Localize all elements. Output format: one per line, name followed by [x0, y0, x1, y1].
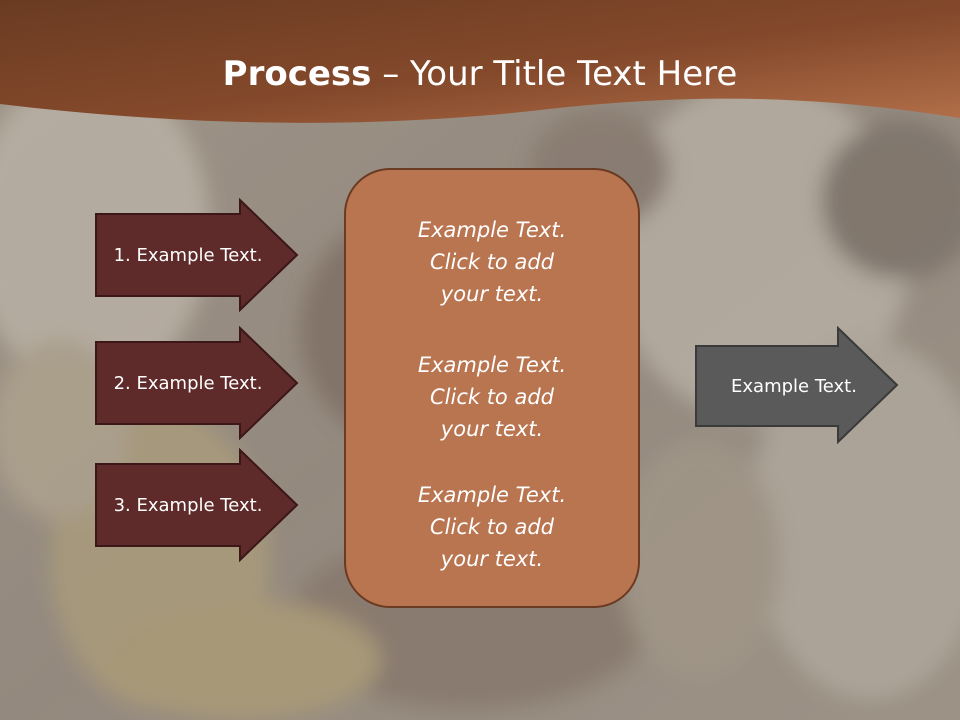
center-item-3-line1: Example Text.	[417, 483, 567, 507]
result-label: Example Text.	[731, 375, 857, 397]
title-bold: Process	[222, 54, 372, 94]
header-banner	[0, 0, 960, 123]
center-item-3-line2: Click to add	[429, 515, 554, 539]
center-item-1-line1: Example Text.	[417, 218, 567, 242]
arrow-shape-icon	[695, 326, 899, 444]
center-item-3: Example Text. Click to add your text.	[346, 479, 638, 575]
result-arrow[interactable]: Example Text.	[694, 326, 900, 444]
center-item-1: Example Text. Click to add your text.	[346, 214, 638, 310]
title-dash: –	[371, 54, 411, 94]
page-title: Process – Your Title Text Here	[0, 52, 960, 96]
step-arrow-1[interactable]: 1. Example Text.	[94, 198, 300, 312]
step-label-1: 1. Example Text.	[113, 244, 263, 266]
center-item-2-line1: Example Text.	[417, 353, 567, 377]
arrow-shape-icon	[95, 198, 299, 312]
title-text: Your Title Text Here	[410, 54, 738, 94]
arrow-shape-icon	[95, 448, 299, 562]
arrow-shape-icon	[95, 326, 299, 440]
center-item-1-line2: Click to add	[429, 250, 554, 274]
step-label-3: 3. Example Text.	[113, 494, 263, 516]
center-item-1-line3: your text.	[440, 282, 544, 306]
center-item-2-line2: Click to add	[429, 385, 554, 409]
center-item-3-line3: your text.	[440, 547, 544, 571]
center-item-2-line3: your text.	[440, 417, 544, 441]
step-arrow-3[interactable]: 3. Example Text.	[94, 448, 300, 562]
step-label-2: 2. Example Text.	[113, 372, 263, 394]
step-arrow-2[interactable]: 2. Example Text.	[94, 326, 300, 440]
center-text-box[interactable]: Example Text. Click to add your text. Ex…	[344, 168, 640, 608]
center-item-2: Example Text. Click to add your text.	[346, 349, 638, 445]
